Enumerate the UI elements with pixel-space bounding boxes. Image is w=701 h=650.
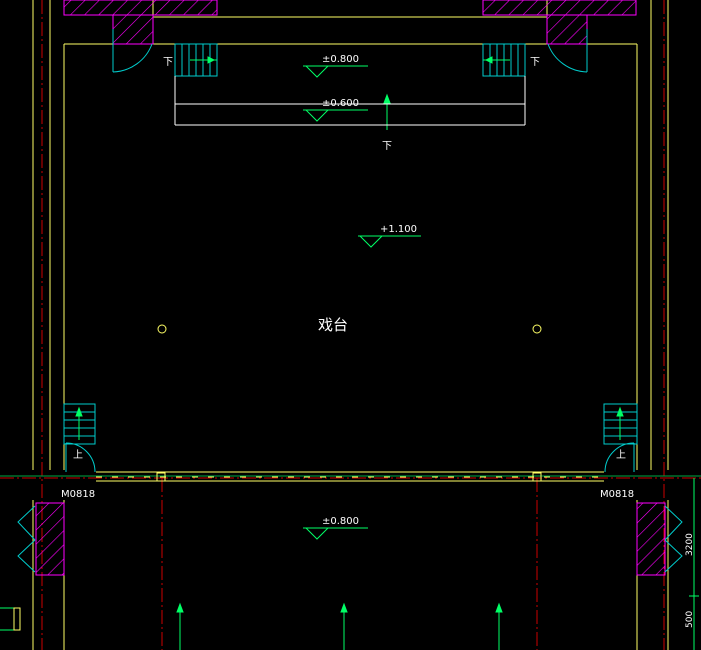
room-name: 戏台	[318, 316, 348, 334]
door-tag-left: M0818	[61, 489, 95, 500]
step-outline	[174, 76, 526, 126]
dimension-upper: 3200	[685, 533, 695, 556]
stair-down-label-left: 下	[163, 57, 173, 68]
stair-arrows	[75, 56, 624, 650]
dimension-line	[0, 478, 699, 650]
elevation-stage: +1.100	[380, 224, 417, 235]
stair-down-label-right: 下	[530, 57, 540, 68]
hatched-walls	[35, 0, 666, 576]
elevation-top-landing: ±0.800	[322, 54, 359, 65]
elevation-bottom: ±0.800	[322, 516, 359, 527]
dimension-lower: 500	[685, 611, 695, 628]
column-right	[532, 324, 542, 334]
elevation-mid-step: ±0.600	[322, 98, 359, 109]
door-marks	[156, 472, 542, 482]
door-swings	[17, 29, 683, 573]
stair-down-label-center: 下	[382, 141, 392, 152]
stair-up-label-right: 上	[616, 449, 626, 461]
elevation-markers	[303, 65, 421, 540]
column-left	[157, 324, 167, 334]
stair-up-label-left: 上	[73, 449, 83, 461]
door-tag-right: M0818	[600, 489, 634, 500]
